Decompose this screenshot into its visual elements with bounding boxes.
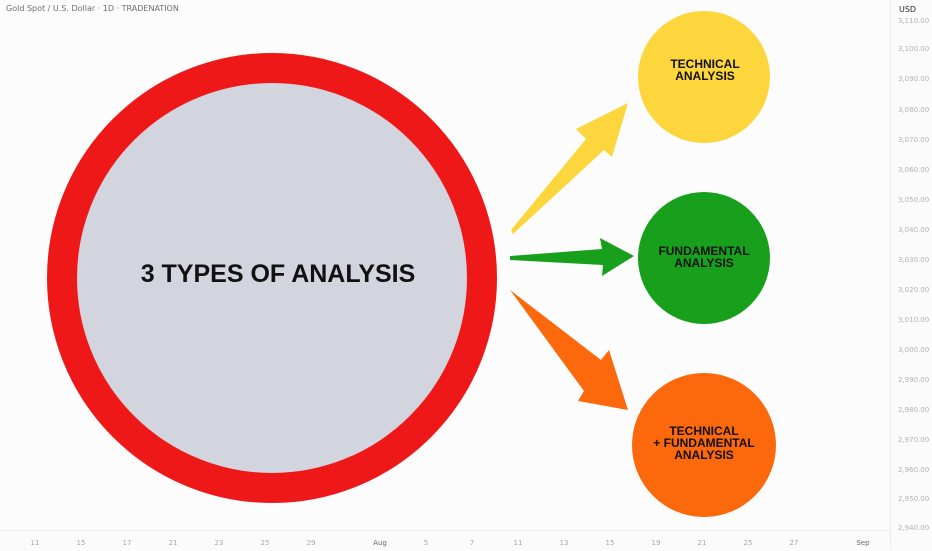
price-tick: 3,040.00 [898,226,930,234]
time-tick: 17 [122,539,132,547]
price-tick: 3,050.00 [898,196,930,204]
price-tick: 3,010.00 [898,316,930,324]
arrow-to-fundamental [510,238,634,276]
time-tick: 27 [789,539,799,547]
time-axis[interactable]: 11 15 17 21 23 25 29 Aug 5 7 11 13 15 19… [0,530,890,551]
price-axis-currency[interactable]: USD [899,5,917,14]
time-tick: 21 [168,539,178,547]
price-tick: 2,970.00 [898,436,930,444]
main-circle-ring [47,53,497,503]
combined-label-line-1: TECHNICAL [669,424,739,438]
price-tick: 2,940.00 [898,524,930,532]
time-tick: 29 [306,539,316,547]
price-tick: 3,100.00 [898,45,930,53]
arrow-to-technical [511,103,628,234]
technical-label-line-2: ANALYSIS [675,69,735,83]
price-tick: 2,980.00 [898,406,930,414]
time-tick: 19 [651,539,661,547]
technical-label: TECHNICAL ANALYSIS [640,58,770,82]
time-tick: 15 [605,539,615,547]
time-tick: 23 [214,539,224,547]
time-tick-month: Sep [856,539,870,547]
arrow-to-combined [510,290,628,410]
price-tick: 3,110.00 [898,17,930,25]
price-tick: 2,950.00 [898,495,930,503]
fundamental-label-line-1: FUNDAMENTAL [658,244,750,258]
time-tick: 7 [469,539,475,547]
price-tick: 3,020.00 [898,286,930,294]
price-tick: 3,080.00 [898,106,930,114]
main-label-line: 3 TYPES OF ANALYSIS [140,260,416,288]
time-tick: 11 [513,539,523,547]
price-axis[interactable]: USD 3,110.00 3,100.00 3,090.00 3,080.00 … [890,0,932,550]
time-tick: 13 [559,539,569,547]
fundamental-label-line-2: ANALYSIS [674,256,734,270]
time-tick: 25 [260,539,270,547]
main-circle-label: 3 TYPES OF ANALYSIS [100,262,456,287]
combined-label-line-3: ANALYSIS [674,448,734,462]
price-tick: 3,030.00 [898,256,930,264]
combined-circle [632,373,776,517]
time-tick: 5 [423,539,429,547]
fundamental-label: FUNDAMENTAL ANALYSIS [636,245,772,269]
time-tick: 21 [697,539,707,547]
combined-label-line-2: + FUNDAMENTAL [653,436,755,450]
time-tick: 15 [76,539,86,547]
fundamental-circle [638,192,770,324]
price-tick: 3,070.00 [898,136,930,144]
chart-title: Gold Spot / U.S. Dollar · 1D · TRADENATI… [6,4,179,13]
price-tick: 3,060.00 [898,166,930,174]
price-tick: 3,090.00 [898,75,930,83]
analysis-diagram [47,11,776,517]
technical-circle [638,11,770,143]
time-tick: 11 [30,539,40,547]
combined-label: TECHNICAL + FUNDAMENTAL ANALYSIS [632,425,776,461]
price-tick: 2,960.00 [898,466,930,474]
price-tick: 3,000.00 [898,346,930,354]
price-tick: 2,990.00 [898,376,930,384]
time-tick-month: Aug [373,539,387,547]
technical-label-line-1: TECHNICAL [670,57,740,71]
time-tick: 25 [743,539,753,547]
